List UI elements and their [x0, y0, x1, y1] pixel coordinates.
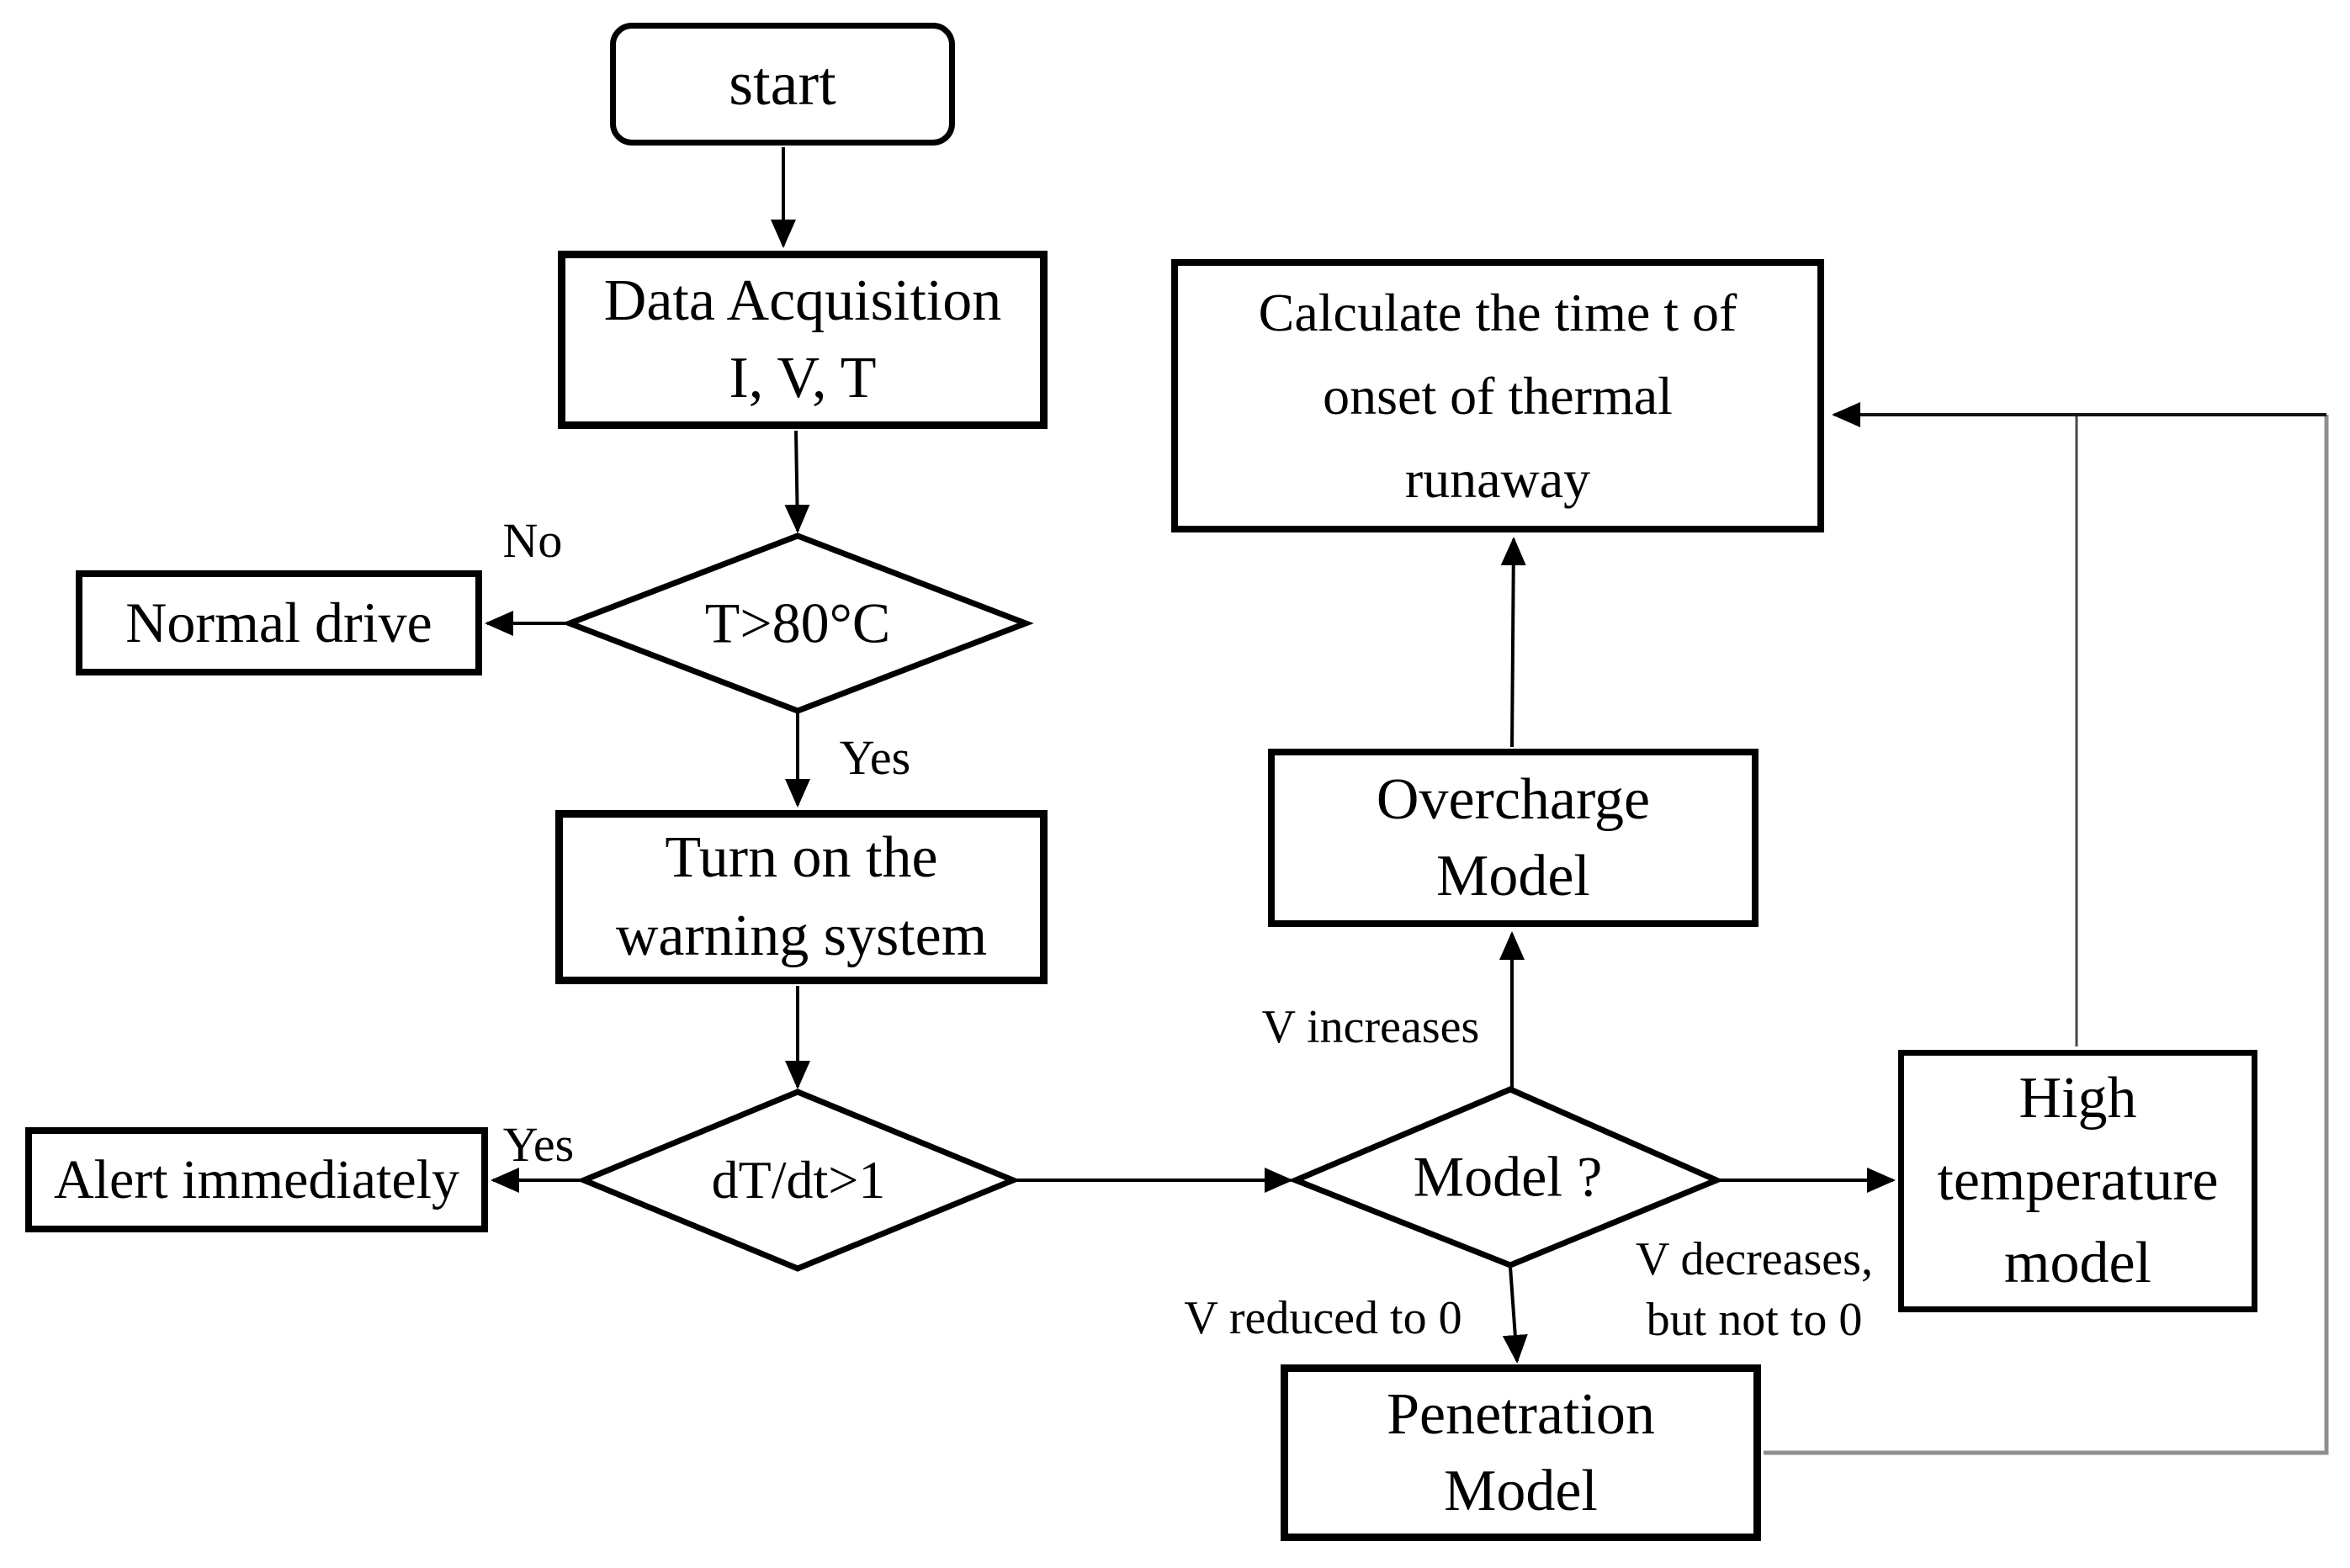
edge-label-v-increases: V increases — [1261, 1001, 1480, 1053]
edge-data-to-t80 — [784, 430, 810, 533]
node-overcharge-model-line2: Model — [1436, 844, 1590, 908]
diamond-dt-dt-above-1 — [576, 1089, 1021, 1272]
edge-model-v-reduced-to-penetration — [1502, 1266, 1528, 1364]
node-high-temperature-model-line1: High — [2018, 1066, 2137, 1131]
node-start: start — [610, 23, 955, 146]
node-overcharge-model-line1: Overcharge — [1376, 767, 1651, 832]
node-turn-on-warning-line2: warning system — [615, 903, 988, 968]
node-calculate-time-line3: runaway — [1404, 449, 1591, 510]
edge-label-v-decreases: V decreases, but not to 0 — [1599, 1230, 1910, 1350]
node-high-temperature-model-line3: model — [2004, 1231, 2151, 1295]
node-penetration-model-line2: Model — [1444, 1459, 1598, 1523]
edge-label-yes-t80: Yes — [839, 730, 911, 785]
node-calculate-time: Calculate the time t of onset of thermal… — [1171, 259, 1824, 532]
node-high-temperature-model-line2: temperature — [1937, 1148, 2219, 1213]
edge-label-v-decreases-line2: but not to 0 — [1646, 1293, 1863, 1346]
node-calculate-time-line2: onset of thermal — [1323, 365, 1673, 426]
node-alert-immediately: Alert immediately — [25, 1127, 488, 1232]
diamond-t-above-80 — [561, 532, 1034, 714]
node-overcharge-model: Overcharge Model — [1268, 749, 1759, 927]
node-normal-drive: Normal drive — [76, 570, 482, 675]
edge-label-v-reduced: V reduced to 0 — [1184, 1292, 1462, 1344]
diamond-dt-dt-above-1-label: dT/dt>1 — [711, 1150, 886, 1210]
diamond-model-question-label: Model ? — [1413, 1144, 1603, 1209]
node-turn-on-warning: Turn on the warning system — [555, 810, 1048, 984]
node-start-label: start — [729, 49, 836, 119]
node-calculate-time-line1: Calculate the time t of — [1258, 282, 1737, 342]
node-normal-drive-label: Normal drive — [125, 591, 432, 655]
node-high-temperature-model: High temperature model — [1898, 1050, 2257, 1312]
node-data-acquisition: Data Acquisition I, V, T — [558, 251, 1048, 429]
edge-label-no: No — [502, 513, 563, 568]
edge-overcharge-to-calculate — [1500, 537, 1526, 748]
edge-penetration-feedback-line — [1764, 415, 2329, 1455]
node-turn-on-warning-line1: Turn on the — [665, 825, 938, 891]
edge-label-v-decreases-line1: V decreases, — [1636, 1233, 1873, 1285]
node-penetration-model-line1: Penetration — [1387, 1382, 1655, 1447]
diamond-t-above-80-label: T>80°C — [704, 591, 891, 655]
diamond-model-question — [1287, 1086, 1724, 1269]
edge-label-yes-dtdt: Yes — [502, 1117, 575, 1172]
node-data-acquisition-line1: Data Acquisition — [603, 268, 1002, 333]
node-penetration-model: Penetration Model — [1281, 1364, 1761, 1541]
node-data-acquisition-line2: I, V, T — [729, 346, 877, 411]
node-alert-immediately-label: Alert immediately — [53, 1148, 459, 1210]
